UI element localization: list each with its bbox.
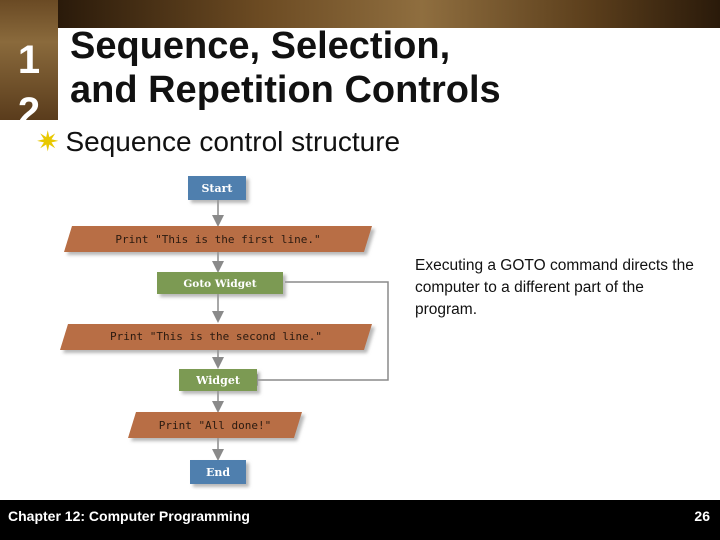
goto-widget-box	[157, 272, 283, 294]
header-decoration-top	[58, 0, 720, 28]
start-label: Start	[201, 182, 233, 195]
widget-label: Widget	[195, 374, 241, 387]
bullet-text: Sequence control structure	[65, 126, 401, 157]
slide-number-bottom: 2	[17, 90, 41, 120]
end-terminal	[190, 460, 246, 484]
page-number: 26	[694, 508, 710, 524]
bullet-item: ✷ Sequence control structure	[36, 126, 400, 158]
print-all-done-label: Print "All done!"	[159, 419, 272, 432]
slide-title: Sequence, Selection, and Repetition Cont…	[70, 24, 501, 112]
title-line-2: and Repetition Controls	[70, 69, 501, 111]
slide-number-top: 1	[17, 38, 41, 82]
print-first-line-box	[64, 226, 372, 252]
chapter-label: Chapter 12: Computer Programming	[8, 508, 250, 524]
print-second-line-label: Print "This is the second line."	[110, 330, 322, 343]
end-label: End	[206, 466, 230, 479]
goto-jump-arrow	[246, 281, 389, 386]
print-first-line-label: Print "This is the first line."	[115, 233, 320, 246]
goto-widget-label: Goto Widget	[183, 278, 256, 290]
title-line-1: Sequence, Selection,	[70, 25, 451, 67]
header-decoration-left	[0, 0, 58, 120]
start-terminal	[188, 176, 246, 200]
widget-box	[179, 369, 257, 391]
goto-caption: Executing a GOTO command directs the com…	[415, 257, 694, 318]
footer-bar: Chapter 12: Computer Programming 26	[0, 500, 720, 540]
print-all-done-box	[128, 412, 302, 438]
print-second-line-box	[60, 324, 372, 350]
sunburst-icon: ✷	[36, 126, 60, 157]
sequence-flowchart: Start Print "This is the first line." Go…	[60, 176, 389, 484]
slide-number-bottom-clipped: 2	[0, 84, 58, 120]
